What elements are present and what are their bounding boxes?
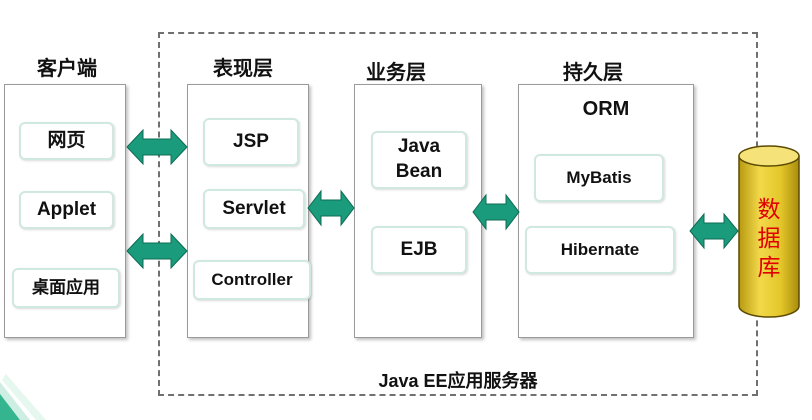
presentation-heading: 表现层: [213, 58, 273, 80]
business-persistence-arrow: [472, 193, 520, 231]
client-presentation-arrow-bottom: [126, 232, 188, 270]
decorative-corner-triangle: [0, 374, 46, 420]
client-item-desktop-app: 桌面应用: [12, 268, 120, 308]
database-label: 数据库: [757, 197, 781, 281]
presentation-item-jsp: JSP: [203, 118, 299, 166]
business-item-java-bean-label: Java Bean: [395, 136, 443, 182]
orm-title: ORM: [582, 98, 630, 120]
server-label: Java EE应用服务器: [378, 371, 538, 391]
persistence-database-arrow: [689, 212, 739, 250]
client-presentation-arrow-top: [126, 128, 188, 166]
persistence-item-mybatis: MyBatis: [534, 154, 664, 202]
presentation-item-controller: Controller: [193, 260, 311, 300]
database-cylinder: [738, 145, 800, 318]
client-item-webpage: 网页: [19, 122, 114, 160]
business-item-java-bean: Java Bean: [371, 131, 467, 189]
business-panel: [354, 84, 482, 338]
presentation-business-arrow: [307, 189, 355, 227]
business-heading: 业务层: [366, 62, 426, 84]
client-item-applet: Applet: [19, 191, 114, 229]
presentation-item-servlet: Servlet: [203, 189, 305, 229]
persistence-panel: [518, 84, 694, 338]
persistence-heading: 持久层: [563, 62, 623, 84]
client-heading: 客户端: [37, 58, 97, 80]
business-item-ejb: EJB: [371, 226, 467, 274]
persistence-item-hibernate: Hibernate: [525, 226, 675, 274]
